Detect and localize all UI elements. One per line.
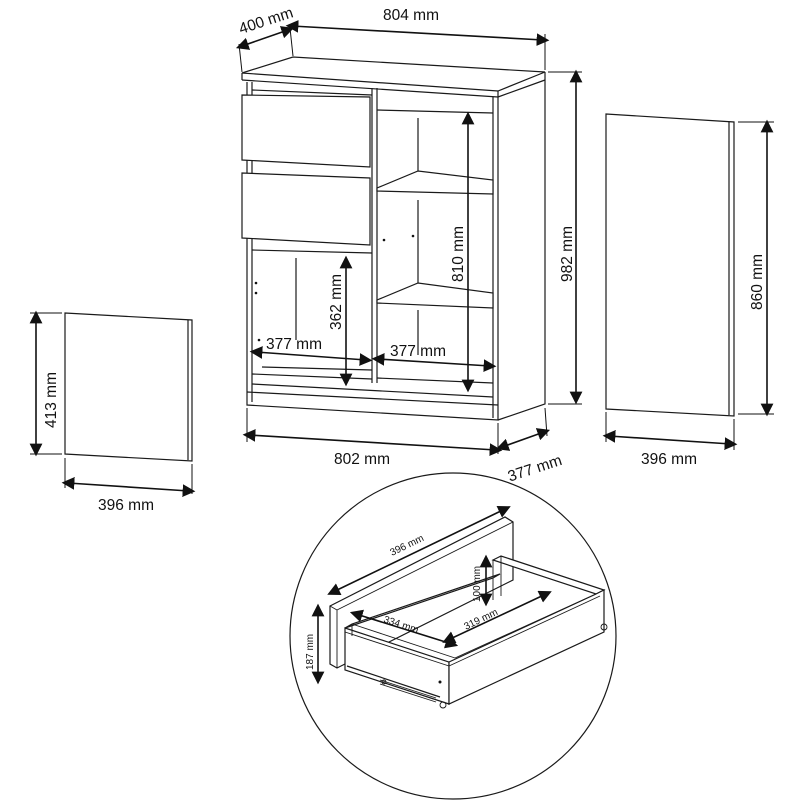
compartment-width-right-line (371, 353, 497, 372)
lower-drawer-front (241, 172, 371, 246)
drawer-height-label: 100 mm (472, 566, 483, 602)
left-panel-width-label: 396 mm (98, 497, 154, 514)
width-top-label: 804 mm (383, 7, 439, 24)
drawer-inner-width-label: 319 mm (462, 607, 499, 633)
right-panel-height-label: 860 mm (749, 254, 766, 310)
right-panel-group: 860 mm 396 mm (602, 113, 774, 468)
height-inner-label: 810 mm (450, 226, 467, 282)
left-panel-group: 413 mm 396 mm (29, 310, 196, 514)
upper-shelf (376, 170, 494, 195)
compartment-width-left-line (249, 346, 373, 366)
drawer-box-side (448, 589, 605, 705)
lower-shelf (376, 282, 494, 309)
compartment-width-left-label: 377 mm (266, 336, 322, 353)
drawer-inner-depth-line (349, 609, 459, 649)
left-panel-height-label: 413 mm (43, 372, 60, 428)
cabinet-front-frame (246, 82, 499, 421)
right-panel-width-label: 396 mm (641, 451, 697, 468)
cabinet-top (241, 56, 546, 92)
drawer-width-dimension-line (327, 506, 511, 595)
cabinet (241, 56, 546, 421)
compartment-width-right-label: 377 mm (390, 343, 446, 360)
right-side-panel (605, 113, 735, 417)
width-bottom-dimension-line (242, 428, 503, 457)
depth-bottom-label: 377 mm (506, 452, 565, 485)
depth-top-label: 400 mm (237, 4, 296, 37)
drawer-box-front (344, 627, 450, 705)
drawer-inner-width-line (442, 590, 552, 644)
drawer-runner (346, 665, 441, 698)
right-panel-width-line (602, 430, 738, 450)
width-bottom-label: 802 mm (334, 451, 390, 468)
cabinet-side-panel (497, 80, 546, 421)
depth-bottom-dimension-line (495, 428, 551, 451)
depth-top-dimension-line (235, 26, 295, 50)
drawer-width-label: 396 mm (388, 533, 425, 559)
left-panel-width-line (61, 477, 196, 497)
drawer-front-height-label: 187 mm (305, 634, 316, 670)
upper-drawer-front (241, 94, 371, 168)
height-total-label: 982 mm (559, 226, 576, 282)
width-top-dimension-line (285, 19, 550, 47)
left-side-panel (64, 312, 193, 462)
compartment-height-label: 362 mm (328, 274, 345, 330)
detail-circle (289, 472, 617, 800)
drawer-detail: 396 mm 100 mm 187 mm 334 mm 319 mm (289, 472, 617, 800)
